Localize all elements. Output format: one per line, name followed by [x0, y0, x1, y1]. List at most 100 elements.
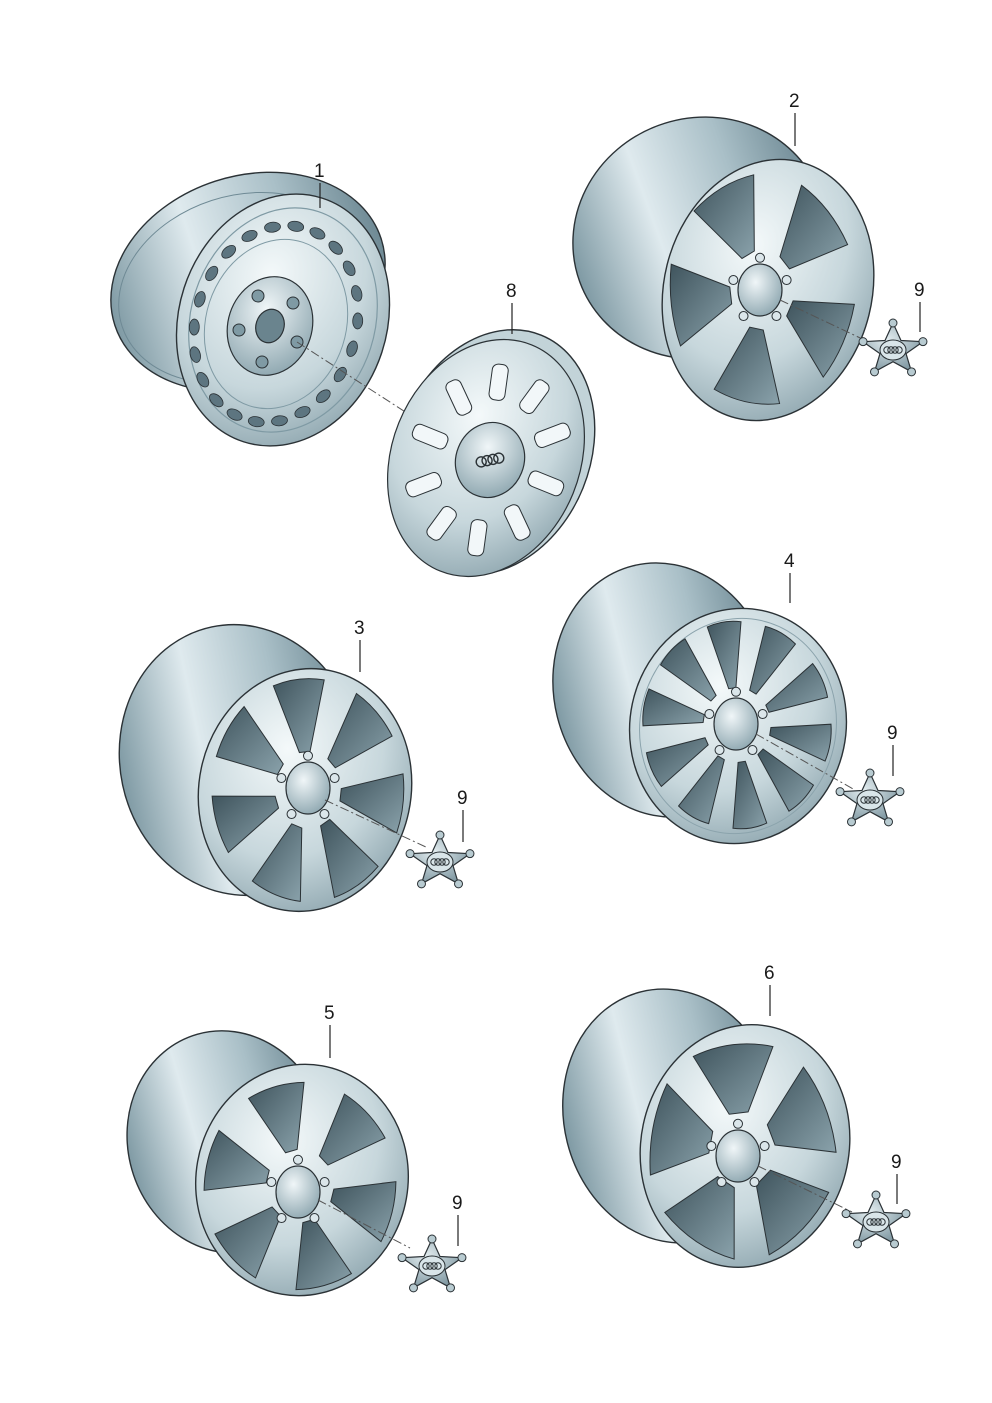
spoke-window [677, 755, 725, 825]
vent-hole [271, 415, 288, 427]
lug-nut [759, 1141, 770, 1152]
lug-nut [731, 686, 741, 697]
spoke-window [272, 678, 325, 754]
brand-rings-logo [475, 452, 505, 468]
callout-4: 4 [784, 551, 795, 572]
hubcap-slot [405, 472, 442, 498]
spoke-windows [203, 1081, 397, 1291]
lug-nut [303, 750, 313, 761]
cap-arm-tip [457, 1253, 467, 1263]
lug-nut [329, 773, 340, 784]
brand-ring [864, 796, 872, 804]
cap-arm-tip [841, 1209, 851, 1219]
hubcap-slot [534, 422, 571, 448]
vent-hole [333, 366, 347, 383]
cap-arm-tip [408, 1283, 418, 1293]
callout-9: 9 [914, 280, 925, 301]
spoke-window [766, 1066, 837, 1153]
spoke-window [645, 737, 709, 788]
vent-hole [309, 227, 326, 240]
brand-ring [860, 796, 868, 804]
spoke-window [659, 638, 717, 702]
cap-arm-tip [835, 787, 845, 797]
callout-8: 8 [506, 281, 517, 302]
spoke-window [203, 1129, 270, 1191]
callout-3: 3 [354, 618, 365, 639]
cap-arm-tip [858, 337, 868, 347]
brand-ring [883, 346, 891, 354]
lug-nut [706, 1141, 717, 1152]
vent-hole [189, 346, 201, 363]
brand-ring [422, 1262, 430, 1270]
vent-hole [328, 240, 343, 255]
lug-nut [704, 709, 715, 720]
hubcap-slot [467, 519, 488, 557]
lug-nut [749, 1177, 760, 1188]
cap-center [426, 851, 454, 873]
brand-ring [426, 1262, 434, 1270]
callout-9: 9 [452, 1193, 463, 1214]
vent-hole [287, 220, 305, 232]
cap-arm-tip [397, 1253, 407, 1263]
lug-nut [714, 745, 725, 756]
vent-hole [294, 406, 311, 419]
vent-hole [264, 221, 281, 233]
brand-ring [438, 858, 446, 866]
alloy-wheel-icon [126, 1030, 410, 1297]
cap-center [862, 1211, 890, 1233]
spoke-window [732, 760, 768, 830]
spoke-window [749, 625, 797, 695]
lug-nut [266, 1177, 277, 1188]
hubcap-slot [527, 470, 565, 497]
cap-arm-tip [435, 830, 445, 840]
lug-nut [733, 1118, 743, 1129]
spoke-window [649, 1082, 714, 1176]
alloy-wheel-icon [562, 988, 851, 1268]
hubcap-icon [386, 329, 596, 578]
brand-ring [872, 796, 880, 804]
cap-arm-tip [446, 1283, 456, 1293]
hubcap-slots [405, 363, 571, 557]
cap-arm-tip [869, 367, 879, 377]
ventilation-holes [188, 220, 364, 428]
vent-hole [352, 312, 364, 330]
callout-9: 9 [457, 788, 468, 809]
lug-nut [319, 809, 330, 820]
brand-ring [866, 1218, 874, 1226]
spoke-window [295, 1218, 353, 1291]
cap-arm-tip [918, 337, 928, 347]
spoke-window [214, 1206, 282, 1279]
vent-hole [221, 245, 237, 259]
spoke-windows [642, 620, 832, 830]
spoke-window [211, 795, 280, 854]
lug-nut [728, 275, 739, 286]
callout-6: 6 [764, 963, 775, 984]
cap-arm-tip [852, 1239, 862, 1249]
lug-nut [738, 311, 749, 322]
callout-9: 9 [891, 1152, 902, 1173]
hubcap-slot [426, 505, 457, 541]
lug-nut [757, 709, 768, 720]
hubcap-slot [488, 363, 509, 401]
brand-ring [887, 346, 895, 354]
cap-arm-tip [865, 768, 875, 778]
cap-arm-tip [890, 1239, 900, 1249]
callout-9: 9 [887, 723, 898, 744]
vent-hole [351, 285, 363, 302]
spoke-window [251, 823, 303, 902]
hubcap-slot [411, 423, 449, 450]
brand-ring [878, 1218, 886, 1226]
vent-hole [247, 416, 265, 428]
spoke-window [779, 184, 849, 270]
spoke-window [642, 688, 705, 727]
lug-nut [276, 1213, 287, 1224]
spoke-window [327, 692, 393, 769]
brand-ring [434, 1262, 442, 1270]
callout-1: 1 [314, 161, 325, 182]
cap-arm-tip [405, 849, 415, 859]
cap-center [418, 1255, 446, 1277]
spoke-window [320, 818, 379, 899]
brand-ring [868, 796, 876, 804]
cap-arm-tip [871, 1190, 881, 1200]
spoke-window [664, 1176, 735, 1260]
